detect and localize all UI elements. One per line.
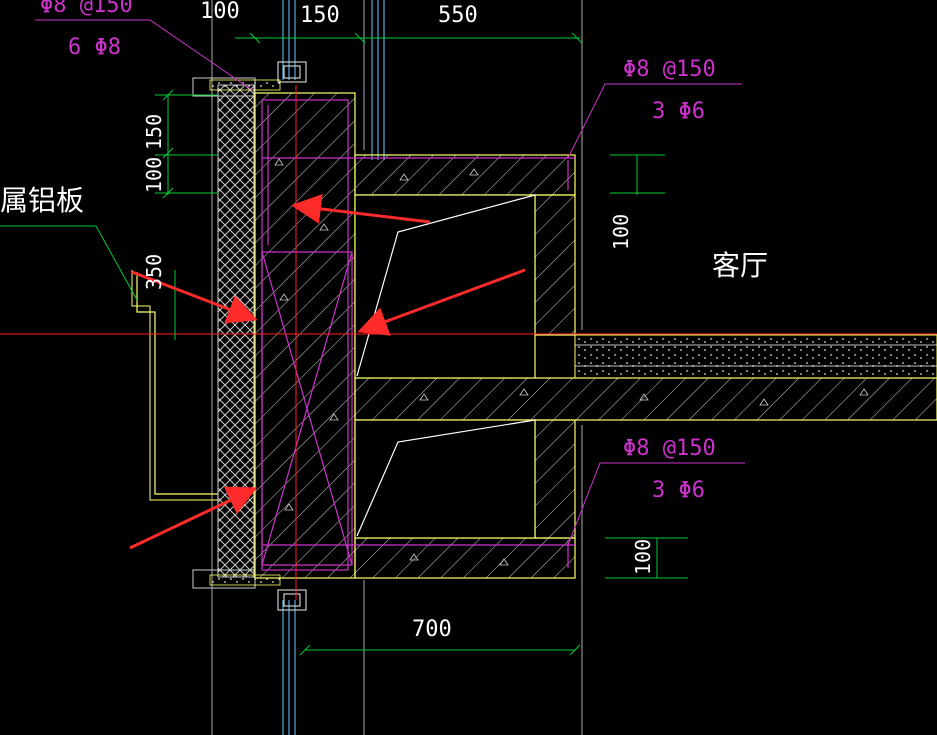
rebar-top-left-line1: Φ8 @150 [40,0,133,18]
red-pointer-arrow-icon [131,270,258,324]
dimension-lines [155,32,688,656]
dim-right-100-upper: 100 [609,214,633,250]
dim-right-100-lower: 100 [631,539,655,575]
red-arrows [129,193,526,550]
rebar-lines [261,99,575,571]
lower-void [354,419,536,539]
rebar-bottom-right-line2: 3 Φ6 [652,478,705,503]
upper-void [354,194,536,379]
dim-left-150: 150 [142,114,166,150]
rebar-bottom-right-line1: Φ8 @150 [623,436,716,461]
rebar-top-left-line2: 6 Φ8 [68,35,121,60]
rebar-top-right-line1: Φ8 @150 [623,57,716,82]
leader-lines [35,19,745,546]
lower-wedge [356,419,536,537]
dim-left-350: 350 [142,254,166,290]
vertical-grid-lines [211,0,583,735]
dim-bottom-700: 700 [412,617,452,642]
floor-slab [354,377,937,421]
red-pointer-arrow-icon [357,268,526,336]
window-frame-blocks [277,61,307,611]
concrete-column [254,92,356,579]
aggregate-marks [274,158,869,566]
dim-top-150: 150 [300,3,340,28]
dim-top-550: 550 [438,3,478,28]
red-pointer-arrow-icon [129,486,258,550]
room-label: 客厅 [712,249,768,282]
top-beam [354,154,576,196]
material-leader-line [0,225,138,301]
dim-left-100: 100 [142,157,166,193]
material-label: 属铝板 [0,184,84,217]
glass-mullion-lines [282,0,385,735]
floor-screed [574,334,937,379]
right-upright-lower [534,419,576,539]
rebar-top-right-line2: 3 Φ6 [652,99,705,124]
red-pointer-arrow-icon [291,193,431,224]
bottom-beam [354,537,576,579]
dim-top-100: 100 [200,0,240,24]
aluminium-panel-outline [136,272,218,495]
cap-fill-bottom [209,574,281,586]
right-upright-upper [534,194,576,336]
